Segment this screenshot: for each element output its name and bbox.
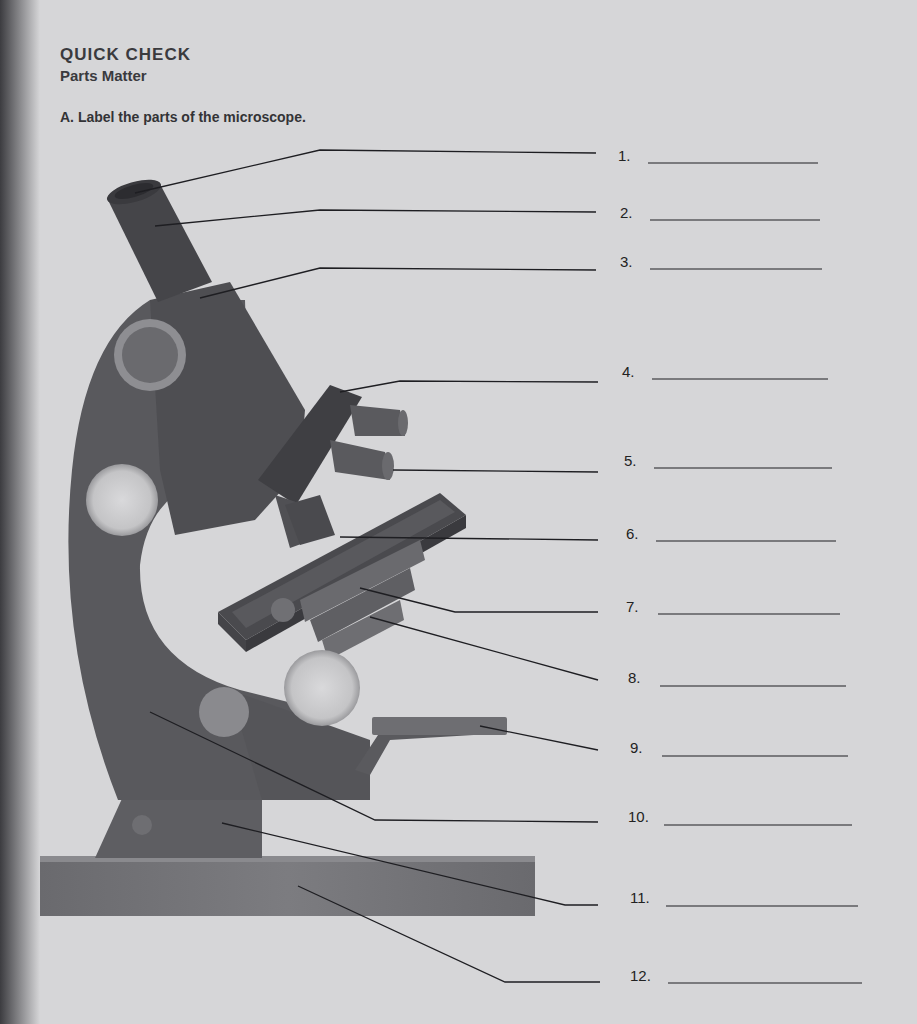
callout-number: 12. [630, 967, 651, 984]
callout-number: 6. [626, 525, 639, 542]
callout-number: 10. [628, 808, 649, 825]
worksheet-subheading: Parts Matter [60, 67, 147, 84]
callout-number: 5. [624, 452, 637, 469]
callout-number: 2. [620, 204, 633, 221]
instruction: A. Label the parts of the microscope. [60, 109, 306, 125]
callout-number: 7. [626, 598, 639, 615]
callout-number: 11. [630, 889, 650, 906]
worksheet-heading: QUICK CHECK [60, 45, 191, 65]
callout-number: 9. [630, 739, 643, 756]
callout-number: 1. [618, 147, 631, 164]
callout-number: 4. [622, 363, 635, 380]
callout-number: 3. [620, 253, 633, 270]
callout-number: 8. [628, 669, 641, 686]
